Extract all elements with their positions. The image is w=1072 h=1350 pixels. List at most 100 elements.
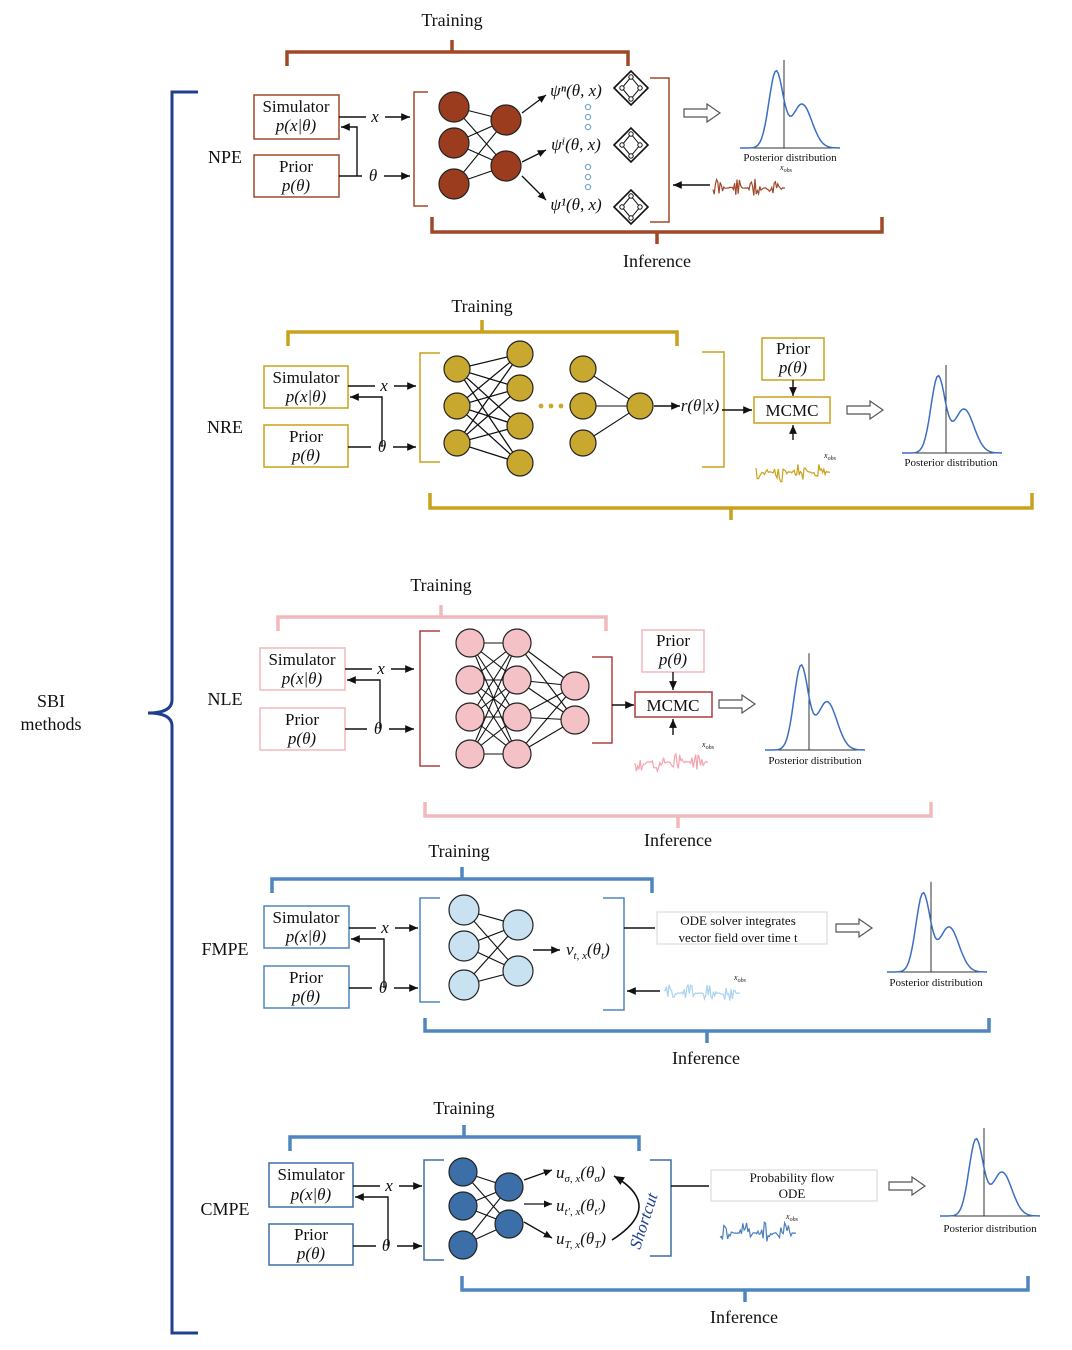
fmpe-simulator-expr: p(x|θ) [285,927,327,946]
cmpe-theta-label: θ [382,1236,390,1255]
nle-posterior-label: Posterior distribution [768,755,862,767]
cmpe-simulator-label: Simulator [277,1165,344,1184]
network-node [448,1157,478,1187]
nle-mcmc-prior-label: Prior [656,631,690,650]
npe-prior-expr: p(θ) [281,176,311,195]
network-node [506,340,534,368]
npe-training-brace [285,40,630,66]
nre-xobs-label: xobs [823,451,837,462]
fmpe-ode-line1: ODE solver integrates [680,913,796,928]
npe-section: Training NPE Simulator p(x|θ) Prior p(θ)… [208,10,884,271]
cmpe-flow-line1: Probability flow [750,1170,835,1185]
fmpe-simulator-label: Simulator [272,908,339,927]
npe-posterior-label: Posterior distribution [743,152,837,164]
network-node [502,665,532,695]
network-node [490,104,522,136]
cmpe-output-tprime: ut′, x(θt′) [556,1196,606,1218]
nre-method-name: NRE [207,417,243,437]
nle-network-bracket-left [419,630,440,767]
nre-mcmc-label: MCMC [766,401,819,420]
nle-method-name: NLE [208,689,243,709]
npe-ellipsis-dots [584,103,592,191]
cmpe-prior-label: Prior [294,1225,328,1244]
nre-prior-label: Prior [289,427,323,446]
network-node [569,355,597,383]
npe-network [438,91,522,200]
nre-network-bracket-left [419,352,440,463]
network-node [490,150,522,182]
network-node [448,1191,478,1221]
npe-posterior-plot [740,60,841,149]
nre-ellipsis-dots [538,403,564,409]
nre-mcmc-prior-expr: p(θ) [778,358,808,377]
nle-x-label: x [376,659,385,678]
network-node [494,1172,524,1202]
npe-hollow-arrow [683,102,722,124]
nle-xobs-label: xobs [701,740,715,751]
cmpe-xobs-label: xobs [785,1212,799,1223]
fmpe-posterior-label: Posterior distribution [889,977,983,989]
fmpe-observed-signal [663,984,741,1002]
fmpe-method-name: FMPE [201,939,248,959]
nle-section: Training NLE Simulator p(x|θ) Prior p(θ)… [208,575,933,850]
fmpe-network-bracket-left [419,897,440,1003]
nle-mcmc-prior-box [641,629,705,673]
nle-mcmc-label: MCMC [647,696,700,715]
npe-method-name: NPE [208,147,242,167]
fmpe-simulator-box [263,905,350,949]
nle-simulator-expr: p(x|θ) [281,669,323,688]
npe-output-1: ψ¹(θ, x) [550,195,602,214]
fmpe-posterior-plot [887,881,988,973]
nle-training-brace [276,605,608,631]
cmpe-hollow-arrow [888,1175,927,1197]
network-node [455,665,485,695]
nre-simulator-box [263,365,349,409]
fmpe-prior-expr: p(θ) [291,987,321,1006]
nre-training-label: Training [451,296,512,316]
network-node [443,392,471,420]
nre-simulator-expr: p(x|θ) [285,387,327,406]
network-node [438,127,470,159]
nle-prior-label: Prior [285,710,319,729]
fmpe-inference-label: Inference [672,1048,740,1068]
nre-mcmc-box [753,396,831,424]
nle-network-bracket-right [592,656,613,744]
cmpe-network [448,1157,524,1260]
network-node [448,930,480,962]
cmpe-flow-line2: ODE [779,1186,806,1201]
network-node [494,1209,524,1239]
network-node [560,671,590,701]
network-node [626,392,654,420]
cmpe-simulator-expr: p(x|θ) [290,1185,332,1204]
cmpe-training-label: Training [433,1098,494,1118]
nre-mcmc-prior-label: Prior [776,339,810,358]
npe-training-label: Training [421,10,482,30]
network-node [502,955,534,987]
fmpe-theta-label: θ [379,978,387,997]
cmpe-simulator-box [268,1162,354,1208]
npe-prior-box [253,154,340,198]
nle-theta-label: θ [374,719,382,738]
nle-prior-expr: p(θ) [287,729,317,748]
cmpe-posterior-label: Posterior distribution [943,1223,1037,1235]
sbi-label-line1: SBI [37,691,65,711]
network-node [502,702,532,732]
npe-flow-icons [612,69,650,226]
nre-observed-signal [755,464,831,483]
network-node [569,392,597,420]
nle-hollow-arrow [718,693,757,715]
network-node [448,969,480,1001]
nle-prior-box [259,707,346,751]
network-node [502,628,532,658]
npe-output-n: ψⁿ(θ, x) [550,81,602,100]
nre-inference-brace [428,493,1034,520]
cmpe-method-name: CMPE [200,1199,249,1219]
network-node [506,374,534,402]
network-node [443,429,471,457]
nle-inference-label: Inference [644,830,712,850]
fmpe-inference-brace [423,1018,991,1043]
fmpe-vector-field: vt, x(θt) [566,940,610,962]
cmpe-shortcut-arrow [611,1175,640,1241]
npe-inference-label: Inference [623,251,691,271]
